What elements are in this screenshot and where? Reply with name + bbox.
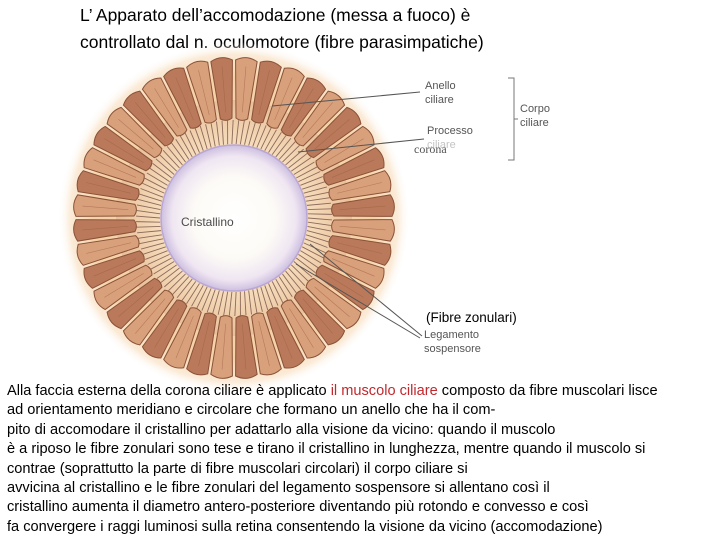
paragraph-line-4: è a riposo le fibre zonulari sono tese e… [7, 440, 720, 459]
line1-pre: Alla faccia esterna della corona ciliare… [7, 383, 331, 399]
zonular-fiber [136, 222, 160, 223]
label-corona: corona [414, 142, 447, 156]
paragraph-line-5: contrae (soprattutto la parte di fibre m… [7, 460, 720, 479]
muscolo-ciliare-highlight: il muscolo ciliare [331, 383, 438, 399]
paragraph-line-1: Alla faccia esterna della corona ciliare… [7, 382, 720, 401]
label-corpo-1: Corpo [520, 103, 550, 115]
line1-post: composto da fibre muscolari lisce [438, 383, 658, 399]
label-corpo-2: ciliare [520, 117, 549, 129]
paragraph-line-6: avvicina al cristallino e le fibre zonul… [7, 479, 720, 498]
zonular-fiber [308, 214, 332, 215]
label-cristallino: Cristallino [181, 215, 234, 229]
label-anello-1: Anello [425, 80, 456, 92]
paragraph-line-7: cristallino aumenta il diametro antero-p… [7, 498, 720, 517]
paragraph-line-2: ad orientamento meridiano e circolare ch… [7, 401, 720, 420]
label-processo-1: Processo [427, 125, 473, 137]
label-anello-2: ciliare [425, 94, 454, 106]
label-legamento-1: Legamento [424, 329, 479, 341]
paragraph-line-3: pito di accomodare il cristallino per ad… [7, 421, 720, 440]
label-legamento-2: sospensore [424, 343, 481, 355]
paragraph-line-8: fa convergere i raggi luminosi sulla ret… [7, 518, 720, 537]
label-fibre-zonulari: (Fibre zonulari) [426, 310, 517, 325]
explanation-paragraph: Alla faccia esterna della corona ciliare… [7, 382, 720, 537]
